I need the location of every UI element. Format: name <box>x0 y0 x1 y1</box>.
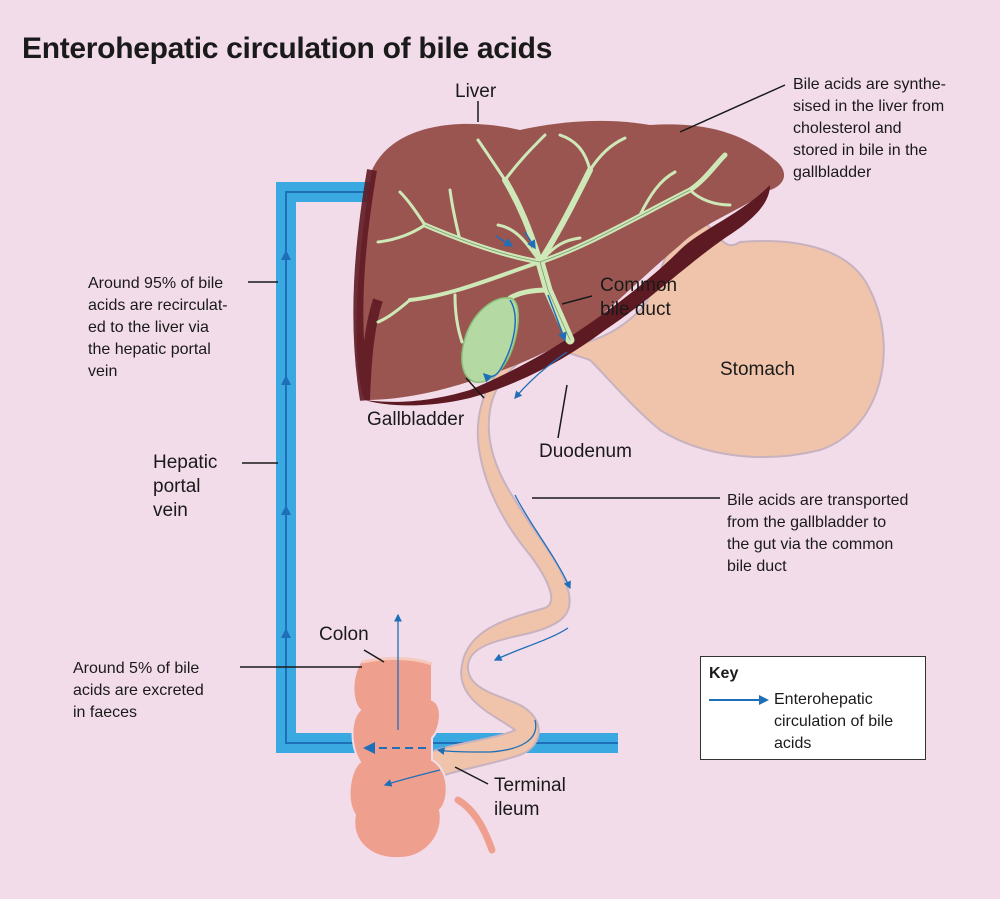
label-hepatic-portal-vein: Hepatic portal vein <box>153 452 218 521</box>
bile-duct-outline <box>424 189 691 341</box>
intestine-flow-arrows <box>383 351 571 787</box>
liver-shape <box>353 120 785 406</box>
legend-box: Key Enterohepatic circulation of bile ac… <box>700 656 926 760</box>
liver-flow-arrows <box>482 231 567 383</box>
label-gallbladder: Gallbladder <box>367 409 465 430</box>
annotation-excretion: Around 5% of bile acids are excreted in … <box>73 660 204 721</box>
label-duodenum: Duodenum <box>539 441 632 462</box>
label-colon: Colon <box>319 624 369 645</box>
diagram-title: Enterohepatic circulation of bile acids <box>22 32 553 65</box>
stomach-shape <box>544 213 885 458</box>
legend-arrow-icon <box>709 695 769 705</box>
label-liver: Liver <box>455 81 497 102</box>
label-terminal-ileum: Terminal ileum <box>494 775 566 820</box>
colon-shape <box>348 655 496 860</box>
label-common-bile-duct: Common bile duct <box>600 275 678 320</box>
annotation-synthesis: Bile acids are synthe- sised in the live… <box>793 76 946 181</box>
intestine-shape <box>429 343 571 782</box>
legend-title: Key <box>709 665 739 682</box>
portal-flow-arrowheads <box>281 250 291 638</box>
legend-entry-label: Enterohepatic circulation of bile acids <box>774 691 894 752</box>
annotation-transport: Bile acids are transported from the gall… <box>727 492 909 575</box>
label-stomach: Stomach <box>720 359 795 380</box>
annotation-recirculation: Around 95% of bile acids are recirculat-… <box>88 275 228 380</box>
leader-lines <box>240 84 786 785</box>
